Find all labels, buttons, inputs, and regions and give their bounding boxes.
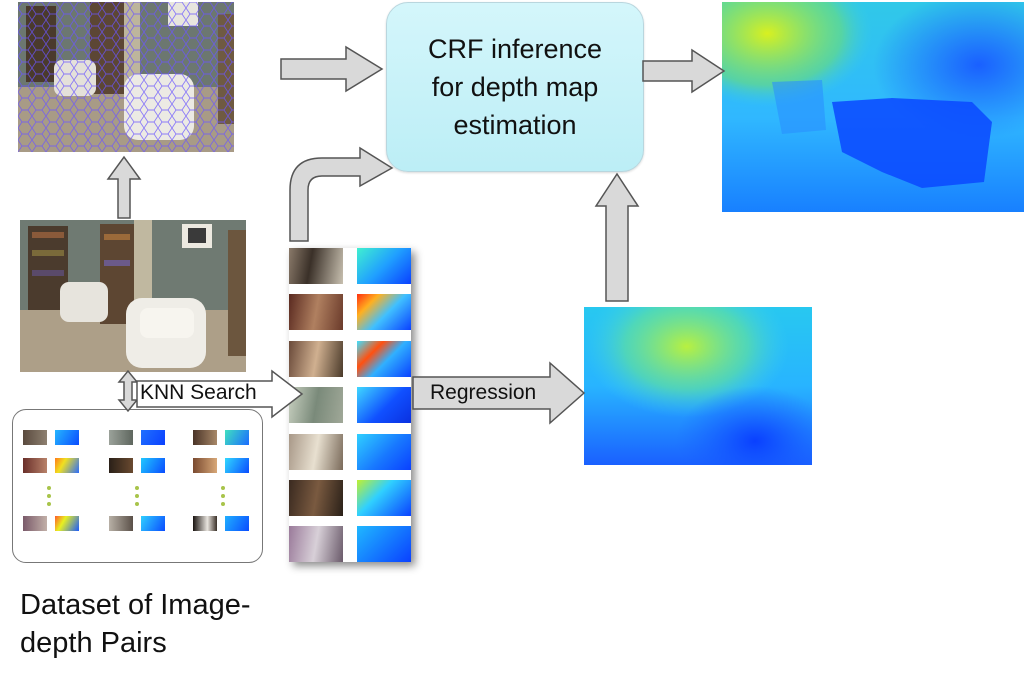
candidate-depth	[357, 387, 411, 423]
dataset-rgb-thumb	[109, 430, 133, 445]
dataset-depth-thumb	[55, 430, 79, 445]
regression-depth-map	[584, 307, 812, 465]
dataset-rgb-thumb	[193, 430, 217, 445]
crf-output-depth-map	[722, 2, 1024, 212]
dataset-rgb-thumb	[109, 458, 133, 473]
dataset-depth-thumb	[225, 430, 249, 445]
dataset-depth-thumb	[141, 516, 165, 531]
candidate-rgb	[289, 526, 343, 562]
ellipsis-dot	[47, 486, 51, 490]
crf-inference-box: CRF inference for depth map estimation	[386, 2, 644, 172]
ellipsis-dot	[221, 494, 225, 498]
arrow-superpixel-to-crf	[280, 44, 384, 94]
ellipsis-dot	[221, 486, 225, 490]
dataset-caption: Dataset of Image- depth Pairs	[20, 589, 251, 659]
candidate-rgb	[289, 434, 343, 470]
dataset-depth-thumb	[141, 458, 165, 473]
dataset-rgb-thumb	[193, 458, 217, 473]
dataset-depth-thumb	[55, 458, 79, 473]
candidate-depth	[357, 526, 411, 562]
ellipsis-dot	[135, 494, 139, 498]
crf-inference-label: CRF inference for depth map estimation	[427, 34, 603, 140]
candidate-rgb	[289, 480, 343, 516]
input-image	[20, 220, 246, 372]
dataset-depth-thumb	[141, 430, 165, 445]
knn-candidates-strip	[289, 248, 411, 562]
ellipsis-dot	[47, 502, 51, 506]
arrow-image-dataset-bidirectional	[117, 369, 139, 413]
candidate-depth	[357, 248, 411, 284]
candidate-depth	[357, 294, 411, 330]
dataset-rgb-thumb	[193, 516, 217, 531]
ellipsis-dot	[221, 502, 225, 506]
superpixel-photo	[18, 2, 234, 152]
dataset-depth-thumb	[225, 516, 249, 531]
dataset-rgb-thumb	[23, 430, 47, 445]
candidate-depth	[357, 434, 411, 470]
candidate-rgb	[289, 341, 343, 377]
ellipsis-dot	[135, 502, 139, 506]
arrow-candidates-to-crf	[286, 146, 396, 242]
regression-arrow: Regression	[412, 361, 586, 425]
dataset-rgb-thumb	[23, 458, 47, 473]
ellipsis-dot	[135, 486, 139, 490]
candidate-rgb	[289, 294, 343, 330]
regression-label: Regression	[430, 381, 537, 404]
arrow-up-to-superpixel	[106, 155, 142, 219]
ellipsis-dot	[47, 494, 51, 498]
knn-search-label: KNN Search	[140, 381, 257, 404]
arrow-crf-to-output	[642, 48, 726, 94]
candidate-depth	[357, 341, 411, 377]
dataset-box	[12, 409, 263, 563]
dataset-depth-thumb	[225, 458, 249, 473]
dataset-depth-thumb	[55, 516, 79, 531]
arrow-regression-to-crf	[594, 172, 640, 302]
knn-search-arrow: KNN Search	[136, 369, 304, 419]
candidate-rgb	[289, 248, 343, 284]
candidate-depth	[357, 480, 411, 516]
dataset-rgb-thumb	[23, 516, 47, 531]
dataset-rgb-thumb	[109, 516, 133, 531]
